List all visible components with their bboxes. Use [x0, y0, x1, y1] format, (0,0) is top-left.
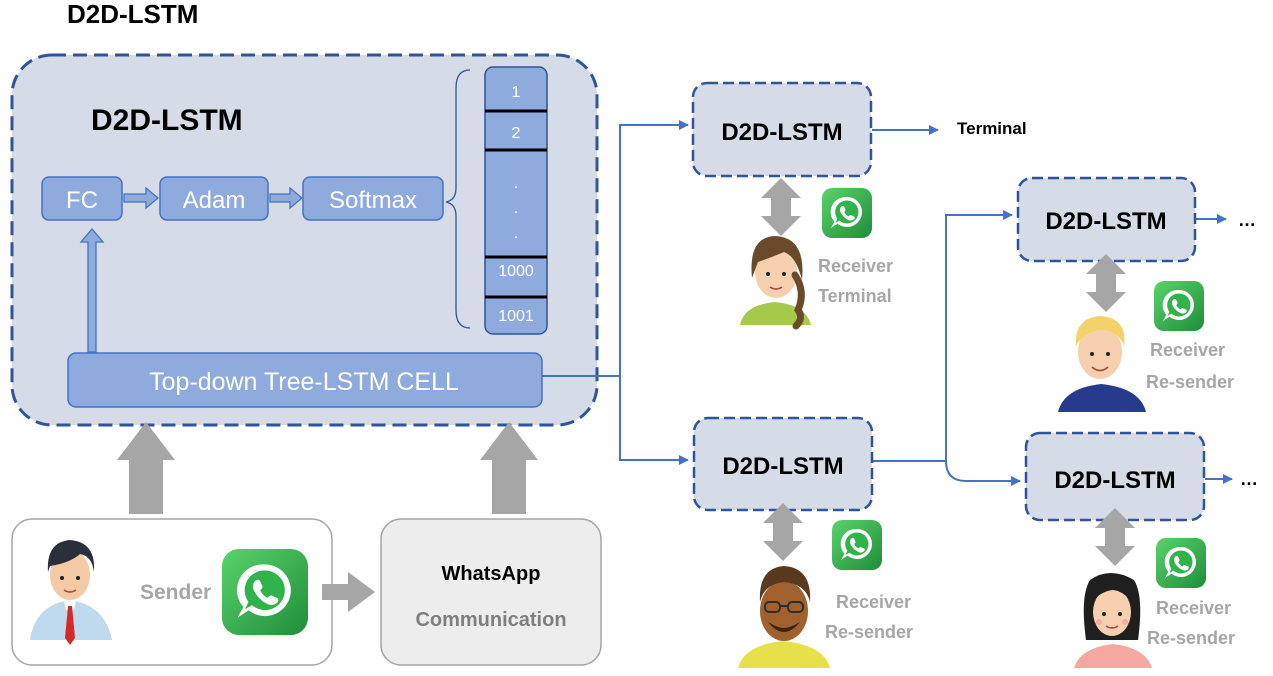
sender-avatar — [30, 540, 112, 645]
output-1: 1 — [512, 84, 521, 101]
output-2: 2 — [512, 125, 521, 142]
fc-label: FC — [66, 187, 98, 214]
whatsapp-icon — [1156, 538, 1206, 588]
output-1001: 1001 — [498, 308, 534, 325]
receiver-terminal-avatar — [740, 236, 811, 330]
cell-to-fc-arrow — [79, 227, 105, 353]
fc-to-adam-arrow — [123, 186, 160, 210]
node-bottom-receiver-double-arrow — [763, 503, 803, 561]
ellipsis-right-top: … — [1238, 210, 1256, 230]
output-dot: . — [514, 175, 518, 192]
whatsapp-icon — [822, 188, 872, 238]
d2d-lstm-node-right-bottom-label: D2D-LSTM — [1054, 467, 1175, 494]
receiver-3-line1: Receiver — [1150, 340, 1225, 360]
sender-up-arrow — [117, 422, 175, 514]
cell-to-bottom-node-connector — [619, 376, 689, 465]
receiver-resender-avatar — [1074, 573, 1152, 668]
receiver-resender-avatar — [738, 566, 830, 668]
cell-to-nodes-connector — [542, 120, 689, 377]
tree-lstm-cell — [67, 352, 543, 408]
whatsapp-icon — [222, 549, 308, 635]
communication-up-arrow — [480, 422, 538, 514]
receiver-1-line2: Terminal — [818, 286, 892, 306]
bottom-node-to-right-connector — [872, 210, 1013, 462]
communication-subtitle: Communication — [415, 609, 566, 631]
terminal-label: Terminal — [957, 119, 1027, 138]
sender-label: Sender — [140, 581, 211, 604]
node-right-bottom-receiver-double-arrow — [1095, 508, 1135, 566]
communication-title: WhatsApp — [442, 563, 541, 585]
receiver-3-line2: Re-sender — [1146, 372, 1234, 392]
output-vector — [484, 66, 548, 335]
output-brace — [445, 69, 471, 329]
output-1000: 1000 — [498, 263, 534, 280]
adam-to-softmax-arrow — [269, 186, 304, 210]
d2d-lstm-node-top — [691, 81, 873, 178]
adam-module — [159, 176, 269, 221]
main-block — [10, 53, 599, 427]
fc-module — [41, 176, 123, 221]
output-dot: . — [514, 200, 518, 217]
receiver-1-line1: Receiver — [818, 256, 893, 276]
output-dot: . — [514, 225, 518, 242]
adam-label: Adam — [183, 187, 246, 214]
d2d-lstm-node-top-label: D2D-LSTM — [721, 119, 842, 146]
communication-box — [380, 518, 602, 666]
receiver-2-line2: Re-sender — [825, 622, 913, 642]
softmax-module — [302, 176, 444, 221]
receiver-4-line1: Receiver — [1156, 598, 1231, 618]
main-block-label: D2D-LSTM — [91, 104, 243, 137]
node-right-top-receiver-double-arrow — [1086, 254, 1126, 312]
receiver-resender-avatar — [1058, 316, 1146, 412]
sender-to-communication-arrow — [322, 572, 375, 612]
whatsapp-icon — [832, 520, 882, 570]
bottom-node-to-right-bottom-connector — [945, 460, 1021, 486]
diagram-title: D2D-LSTM — [67, 0, 198, 29]
receiver-4-line2: Re-sender — [1147, 628, 1235, 648]
d2d-lstm-node-bottom — [692, 416, 874, 512]
ellipsis-right-bottom: … — [1240, 469, 1258, 489]
tree-lstm-cell-label: Top-down Tree-LSTM CELL — [149, 368, 459, 396]
node-top-receiver-double-arrow — [761, 178, 801, 236]
d2d-lstm-node-bottom-label: D2D-LSTM — [722, 453, 843, 480]
receiver-2-line1: Receiver — [836, 592, 911, 612]
whatsapp-icon — [1154, 281, 1204, 331]
softmax-label: Softmax — [329, 187, 417, 214]
d2d-lstm-node-right-top-label: D2D-LSTM — [1045, 208, 1166, 235]
